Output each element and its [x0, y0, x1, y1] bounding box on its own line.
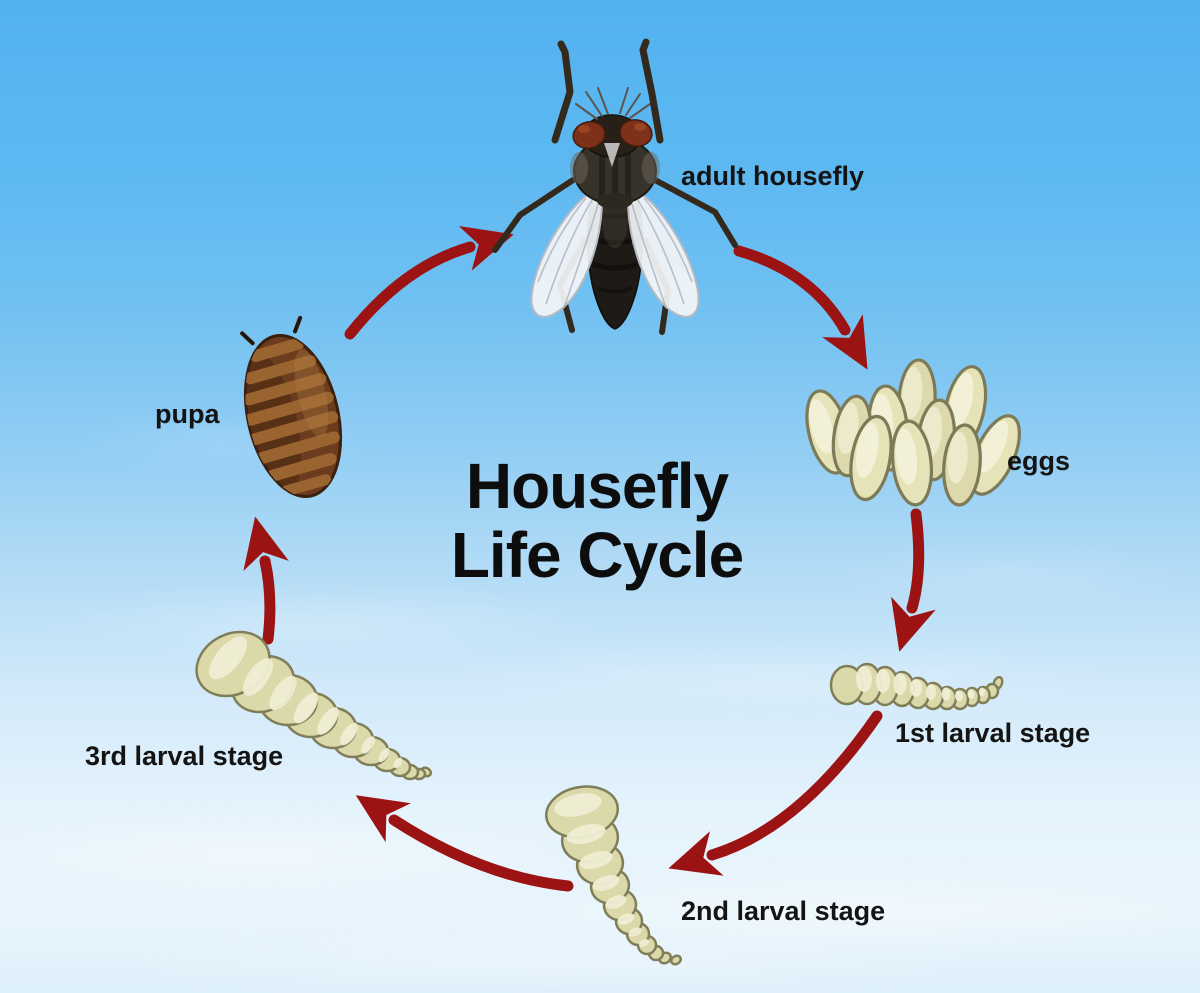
fly-wing-right: [626, 186, 700, 318]
pupa-stalks: [240, 315, 303, 346]
third-larva-illustration: [195, 630, 433, 781]
label-first-larval-stage: 1st larval stage: [895, 718, 1091, 748]
arrow-pupa-to-adult: [344, 226, 514, 340]
title-line-1: Housefly: [465, 450, 729, 522]
label-pupa: pupa: [155, 399, 220, 429]
title-line-2: Life Cycle: [450, 519, 744, 592]
arrow-adult-to-eggs: [733, 245, 868, 370]
label-eggs: eggs: [1007, 446, 1071, 476]
pupa-illustration: [230, 315, 343, 507]
fly-front-legs: [551, 38, 664, 144]
arrow-larva1-to-larva2: [668, 710, 883, 876]
second-larva-illustration: [545, 785, 683, 966]
first-larva-illustration: [829, 662, 1004, 711]
eggs-illustration: [797, 357, 1032, 509]
arrow-eggs-to-larva1: [891, 508, 936, 652]
label-second-larval-stage: 2nd larval stage: [681, 896, 886, 926]
fly-wing-left: [530, 186, 604, 318]
arrow-larva3-to-pupa: [243, 516, 289, 645]
label-third-larval-stage: 3rd larval stage: [85, 741, 284, 771]
diagram-title: Housefly Life Cycle: [436, 450, 758, 592]
label-adult-housefly: adult housefly: [681, 161, 865, 191]
adult-housefly-illustration: [492, 38, 738, 335]
fly-head: [572, 114, 653, 167]
fly-antennae: [575, 87, 651, 120]
arrow-larva2-to-larva3: [355, 795, 574, 892]
